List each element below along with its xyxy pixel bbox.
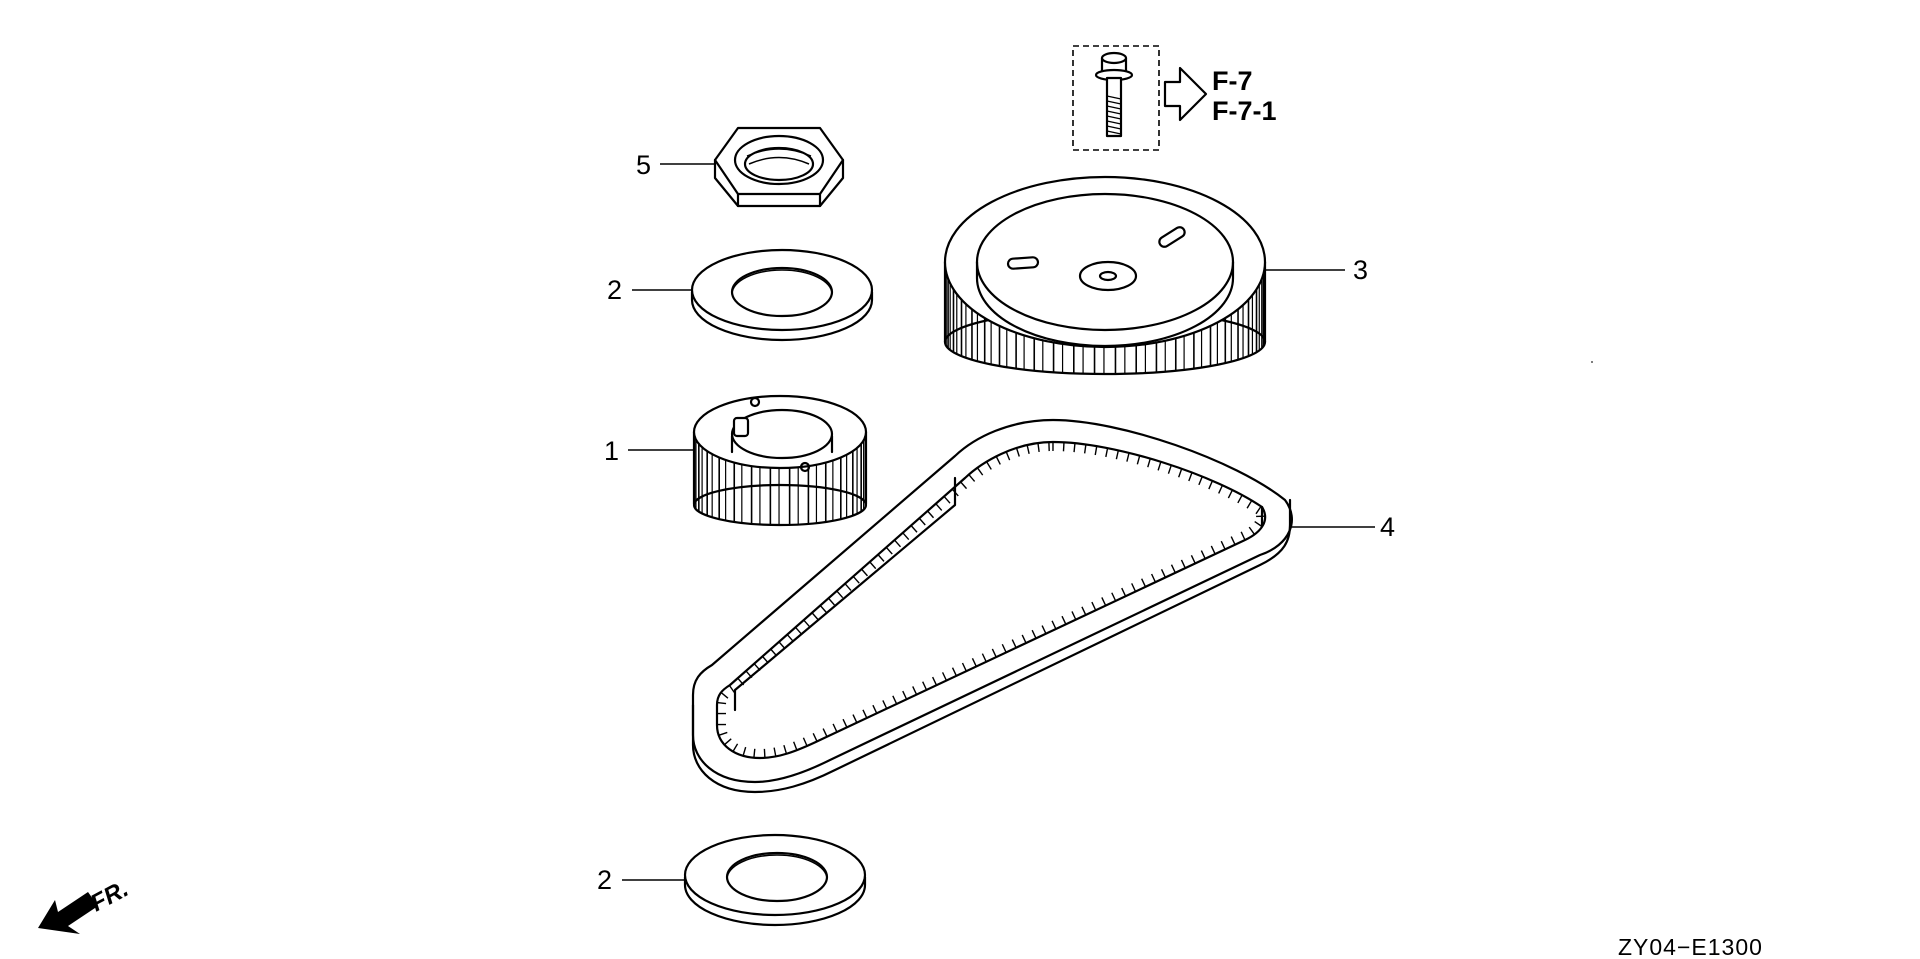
washer-lower-part-2 (683, 833, 867, 927)
callout-washer-upper: 2 (607, 275, 622, 305)
drawing-code: ZY04−E1300 (1618, 934, 1763, 959)
callout-nut: 5 (636, 150, 651, 180)
driven-pulley-part-3 (943, 175, 1267, 376)
callout-driven-pulley: 3 (1353, 255, 1368, 285)
callout-washer-lower: 2 (597, 865, 612, 895)
front-label: FR. (86, 875, 133, 917)
washer-upper-part-2 (690, 248, 874, 342)
callout-timing-belt: 4 (1380, 512, 1395, 542)
reference-line-1: F-7 (1212, 66, 1253, 96)
bolt-reference-box (1072, 45, 1208, 151)
drive-pulley-part-1 (692, 394, 868, 527)
reference-line-2: F-7-1 (1212, 96, 1277, 126)
front-arrow-icon (38, 892, 98, 934)
hex-nut-part-5 (713, 126, 845, 208)
callout-drive-pulley: 1 (604, 436, 619, 466)
bolt-icon (1094, 51, 1134, 138)
front-indicator: FR. (38, 875, 133, 934)
reference-arrow-icon (1163, 66, 1208, 122)
stray-dot (1591, 361, 1593, 363)
leader-lines (622, 163, 1375, 881)
timing-belt-part-4 (691, 418, 1293, 794)
